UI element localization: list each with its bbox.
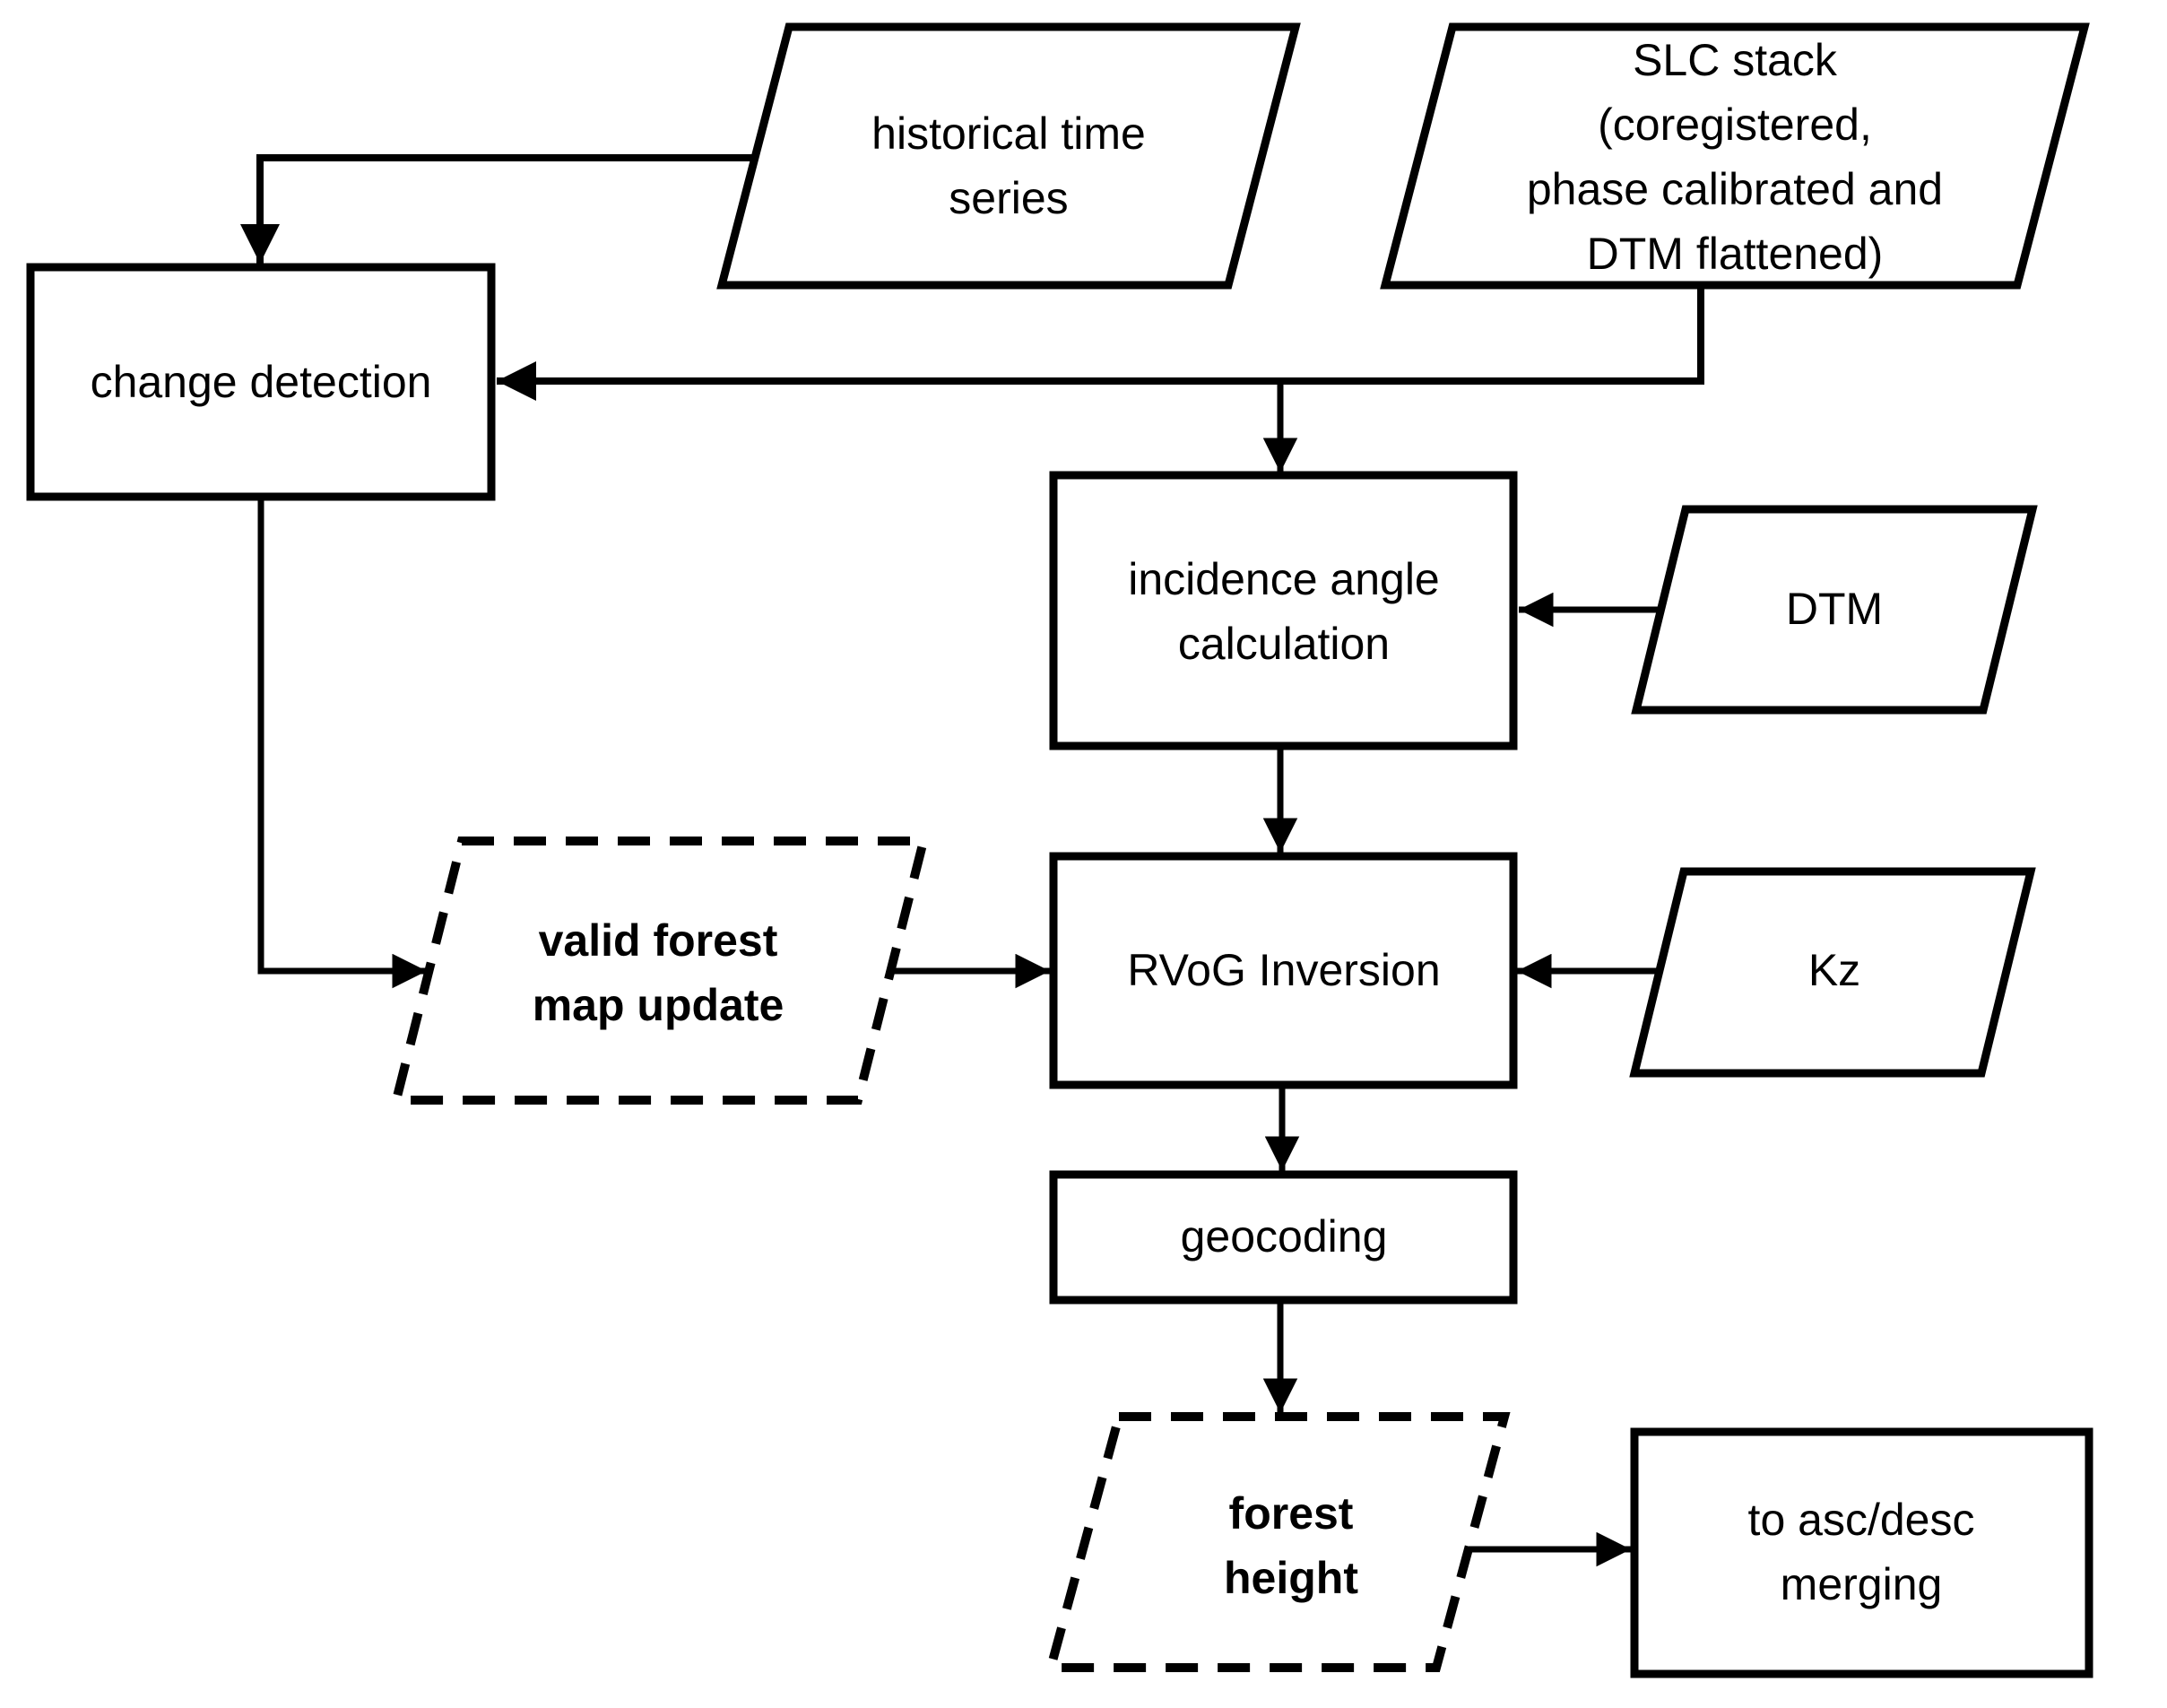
edge-historical-time-series-to-change-detection (240, 154, 755, 264)
edge-slc-stack-to-change-detection (497, 285, 1704, 401)
node-shape-forest-height (1044, 1412, 1511, 1672)
node-shape-historical-time-series (716, 22, 1301, 290)
node-shape-change-detection (26, 263, 496, 501)
node-shape-to-asc-desc-merging (1630, 1427, 2093, 1678)
node-shape-kz (1629, 867, 2036, 1078)
node-shape-incidence-angle-calculation (1049, 471, 1518, 750)
node-shape-rvog-inversion (1049, 852, 1518, 1089)
edge-change-detection-to-valid-forest-map-update (257, 497, 427, 989)
node-shape-slc-stack (1380, 22, 2090, 290)
node-shape-geocoding (1049, 1170, 1518, 1305)
node-shape-valid-forest-map-update (390, 837, 930, 1105)
node-shape-dtm (1631, 505, 2038, 715)
